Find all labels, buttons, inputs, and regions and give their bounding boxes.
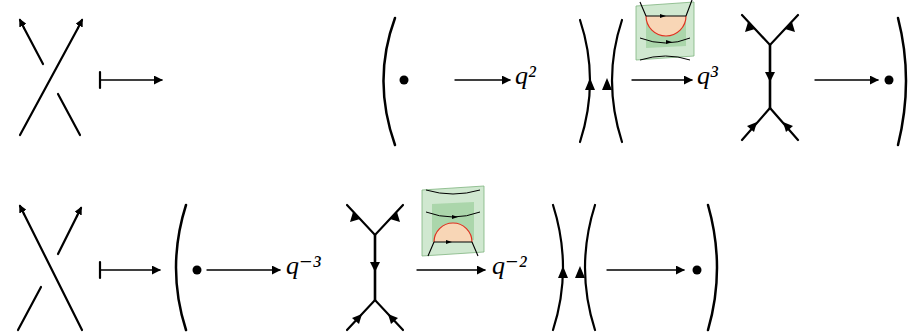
smoothing-arc	[580, 20, 590, 142]
under-strand	[58, 94, 80, 135]
arc-arrow	[575, 266, 585, 278]
differential-arrow	[207, 269, 280, 270]
over-strand	[20, 28, 78, 135]
bracket	[176, 205, 186, 330]
web-arrow	[352, 314, 362, 324]
over-strand	[24, 214, 82, 330]
differential-arrow	[417, 269, 485, 270]
under-strand	[58, 216, 77, 254]
web-arrow	[390, 212, 400, 222]
grading-shift: q²	[515, 63, 536, 89]
bracket	[898, 18, 906, 145]
arrowheads	[193, 22, 894, 324]
grading-shift: q⁻³	[286, 253, 321, 279]
web-arrow	[745, 22, 755, 32]
web-arrow	[747, 122, 757, 132]
foam-picture	[422, 186, 484, 256]
web-edge	[347, 205, 403, 235]
smoothing-arc	[585, 205, 595, 330]
web-arrow	[350, 212, 360, 222]
bracket	[708, 205, 717, 330]
foam-picture	[636, 0, 694, 60]
grading-shift: q³	[697, 63, 718, 89]
smoothing-arc	[612, 20, 622, 142]
strand-arrow	[20, 206, 24, 214]
web-arrow	[765, 72, 775, 82]
under-strand	[18, 287, 41, 330]
under-strand	[24, 28, 43, 64]
arc-arrow	[585, 78, 595, 90]
differential-arrow	[455, 79, 510, 80]
web-arrow	[783, 122, 793, 132]
smoothing-arc	[553, 205, 563, 330]
grading-shift: q⁻²	[492, 253, 527, 279]
differential-arrow	[607, 269, 684, 270]
zero-object	[400, 76, 409, 85]
arc-arrow	[558, 266, 568, 278]
web-edge	[742, 15, 798, 45]
zero-object	[885, 76, 894, 85]
mapsto-arrow	[100, 269, 160, 270]
web-edge	[347, 300, 403, 330]
strand-arrow	[20, 20, 24, 28]
differential-arrow	[632, 79, 692, 80]
arc-arrow	[602, 78, 612, 90]
strand-arrow	[78, 20, 82, 28]
zero-object	[193, 266, 202, 275]
web-arrow	[388, 314, 398, 324]
zero-object	[693, 266, 702, 275]
strand-arrow	[77, 208, 81, 216]
differential-arrow	[815, 79, 878, 80]
web-arrow	[785, 22, 795, 32]
web-arrow	[370, 262, 380, 272]
mapsto-arrow	[100, 79, 162, 80]
bracket	[384, 18, 396, 145]
web-edge	[742, 108, 798, 140]
